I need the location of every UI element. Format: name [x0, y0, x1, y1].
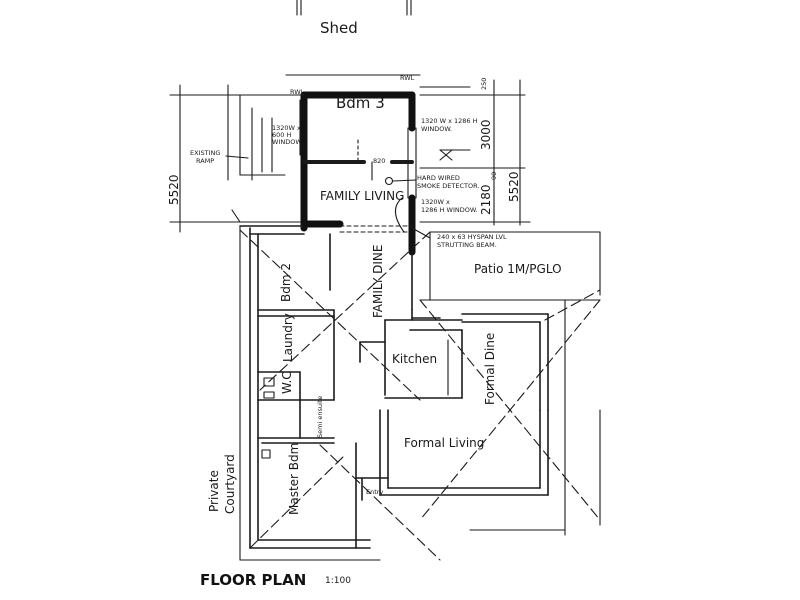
smoke-leader [392, 179, 417, 182]
room-label-formal-living: Formal Living [404, 436, 484, 450]
tag-820: 820 [373, 157, 385, 165]
roof-diagonals [239, 229, 601, 561]
note-window-right-2: WINDOW. [421, 125, 452, 133]
note-window-left-3: WINDOW [272, 138, 302, 146]
note-window-bottom-2: 1286 H WINDOW. [421, 206, 478, 214]
note-window-right-1: 1320 W x 1286 H [421, 117, 478, 125]
dim-right-3000: 3000 [479, 119, 493, 150]
room-label-family-living: FAMILY LIVING [320, 189, 404, 203]
room-label-courtyard-1: Private [207, 470, 221, 512]
dim-right-5520: 5520 [507, 171, 521, 202]
dim-right-90: 90 [490, 172, 498, 180]
note-window-left-2: 600 H [272, 131, 291, 139]
room-label-courtyard-2: Courtyard [223, 454, 237, 514]
shed-label: Shed [320, 19, 358, 37]
room-label-kitchen: Kitchen [392, 352, 437, 366]
room-label-bedroom3: Bdm 3 [336, 94, 385, 112]
room-label-patio: Patio 1M/PGLO [474, 262, 562, 276]
smoke-detector-icon [384, 176, 394, 186]
room-label-formal-dine: Formal Dine [483, 333, 497, 405]
note-window-left-1: 1320W x [272, 124, 301, 132]
room-label-wc: W.C [280, 371, 294, 394]
extension-window-marks [289, 94, 431, 239]
tag-rwl-left: RWL [290, 88, 305, 96]
existing-house-walls [239, 225, 549, 549]
room-label-family-dine: FAMILY DINE [371, 245, 385, 318]
room-label-entry: Entry [366, 488, 383, 496]
note-existing-ramp-2: RAMP [196, 157, 214, 165]
note-beam-1: 240 x 63 HYSPAN LVL [437, 233, 507, 241]
ramp-leader [225, 155, 249, 159]
tag-rwl-right: RWL [400, 74, 415, 82]
dim-right-2180: 2180 [479, 184, 493, 215]
drawing-title: FLOOR PLAN [200, 571, 306, 589]
boundary-lines [239, 225, 601, 561]
room-label-master-bdm: Master Bdm [287, 443, 301, 515]
shed-outline [296, 0, 412, 16]
note-beam-2: STRUTTING BEAM. [437, 241, 497, 249]
dimension-lines-right [419, 79, 531, 226]
room-label-bedroom2: Bdm 2 [279, 263, 293, 302]
note-existing-ramp-1: EXISTING [190, 149, 220, 157]
note-window-bottom-1: 1320W x [421, 198, 450, 206]
room-label-semi-ensuite: Semi ensuite [316, 396, 324, 438]
fixtures [261, 339, 449, 459]
note-smoke-1: HARD WIRED [417, 174, 460, 182]
note-smoke-2: SMOKE DETECTOR. [417, 182, 479, 190]
room-label-laundry: Laundry [281, 313, 295, 362]
dim-right-250: 250 [480, 78, 488, 90]
drawing-scale: 1:100 [325, 576, 351, 586]
dimension-lines-left [169, 74, 421, 233]
dim-left-5520: 5520 [167, 174, 181, 205]
extension-walls [300, 91, 416, 256]
